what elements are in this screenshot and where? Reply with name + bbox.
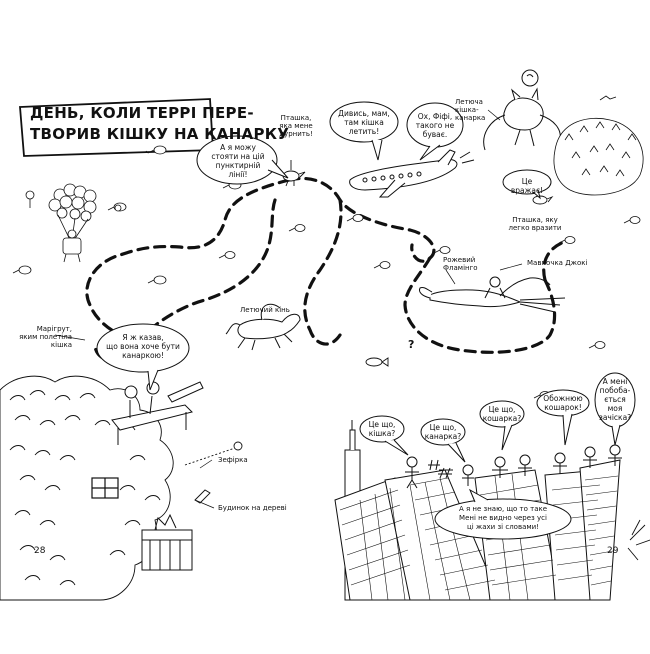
label-treehouse: Будинок на дереві xyxy=(218,504,287,512)
bubble-look-mom xyxy=(329,101,399,143)
label-flying-catcanary: Летюча кішка- канарка xyxy=(455,98,486,122)
flamingo-with-jockey xyxy=(419,276,566,313)
pipe-arrow xyxy=(194,489,211,504)
bubble-look-mom-text: Дивись, мам, там кішка летить! xyxy=(338,109,390,136)
zephyr-marshmallow xyxy=(184,441,243,466)
bubble-is-catcanary-text: Це що, кошарка? xyxy=(482,405,522,423)
page-number-left: 28 xyxy=(34,546,46,556)
bubble-dont-know xyxy=(434,498,572,540)
label-flying-horse: Летючий кінь xyxy=(240,306,290,314)
annoying-bird xyxy=(282,160,306,187)
bubble-is-cat xyxy=(359,415,405,443)
treehouse-balcony xyxy=(141,513,193,571)
title-line1: ДЕНЬ, КОЛИ ТЕРРІ ПЕРЕ- xyxy=(30,104,254,122)
flying-cat-canary xyxy=(483,69,561,151)
bubble-impressive xyxy=(502,169,552,195)
bubble-stand-dotted xyxy=(196,135,278,185)
bubble-adore-text: Обожнюю кошарок! xyxy=(543,394,583,412)
rooftop-people xyxy=(405,444,622,489)
bubble-is-canary-text: Це що, канарка? xyxy=(424,423,462,441)
bubble-is-canary xyxy=(420,418,466,446)
easy-bird xyxy=(532,195,554,205)
cat-pile xyxy=(553,95,644,196)
bubble-i-want-text: А мені побоба- ється моя зачіска? xyxy=(598,377,632,422)
page-number-right: 29 xyxy=(607,546,619,556)
bubble-impressive-text: Це вражає! xyxy=(510,177,544,195)
airplane xyxy=(349,149,475,198)
label-bird-easy: Пташка, яку легко вразити xyxy=(508,216,562,232)
label-bird-annoying: Пташка, яка мене дурнить! xyxy=(279,114,313,138)
tree-window xyxy=(91,477,119,499)
bubble-told-you xyxy=(96,323,190,373)
fish xyxy=(365,357,389,367)
bubble-oh-fifi-text: Ох, Фіфі, такого не буває. xyxy=(415,112,455,139)
question-mark: ? xyxy=(408,338,414,351)
speech-bubbles xyxy=(96,101,636,540)
label-zephyr: Зефірка xyxy=(218,456,248,464)
svg-text:?: ? xyxy=(408,338,414,351)
label-pink-flamingo: Рожевий Фламінго xyxy=(443,256,478,272)
label-jockey: Мавпочка Джокі xyxy=(527,259,588,267)
scribble-marks xyxy=(438,467,453,479)
tree-foliage xyxy=(0,375,174,601)
ink-splat xyxy=(627,519,650,561)
bubble-is-catcanary xyxy=(479,400,525,428)
tiny-birds xyxy=(12,145,641,399)
bubble-is-cat-text: Це що, кішка? xyxy=(368,420,396,438)
label-parachute: Марігрут, яким полетіла кішка xyxy=(19,325,72,349)
balloon-parachute xyxy=(25,183,97,263)
flying-horse xyxy=(225,303,301,351)
label-pointers xyxy=(54,109,523,509)
bubble-told-you-text: Я ж казав, що вона хоче бути канаркою! xyxy=(106,333,180,360)
bubble-stand-dotted-text: А я можу стояти на цій пунктирній лінії! xyxy=(211,143,265,179)
title-line2: ТВОРИВ КІШКУ НА КАНАРКУ xyxy=(30,125,290,143)
bubble-dont-know-text: А я не знаю, що то таке Мені не видно че… xyxy=(458,505,548,531)
